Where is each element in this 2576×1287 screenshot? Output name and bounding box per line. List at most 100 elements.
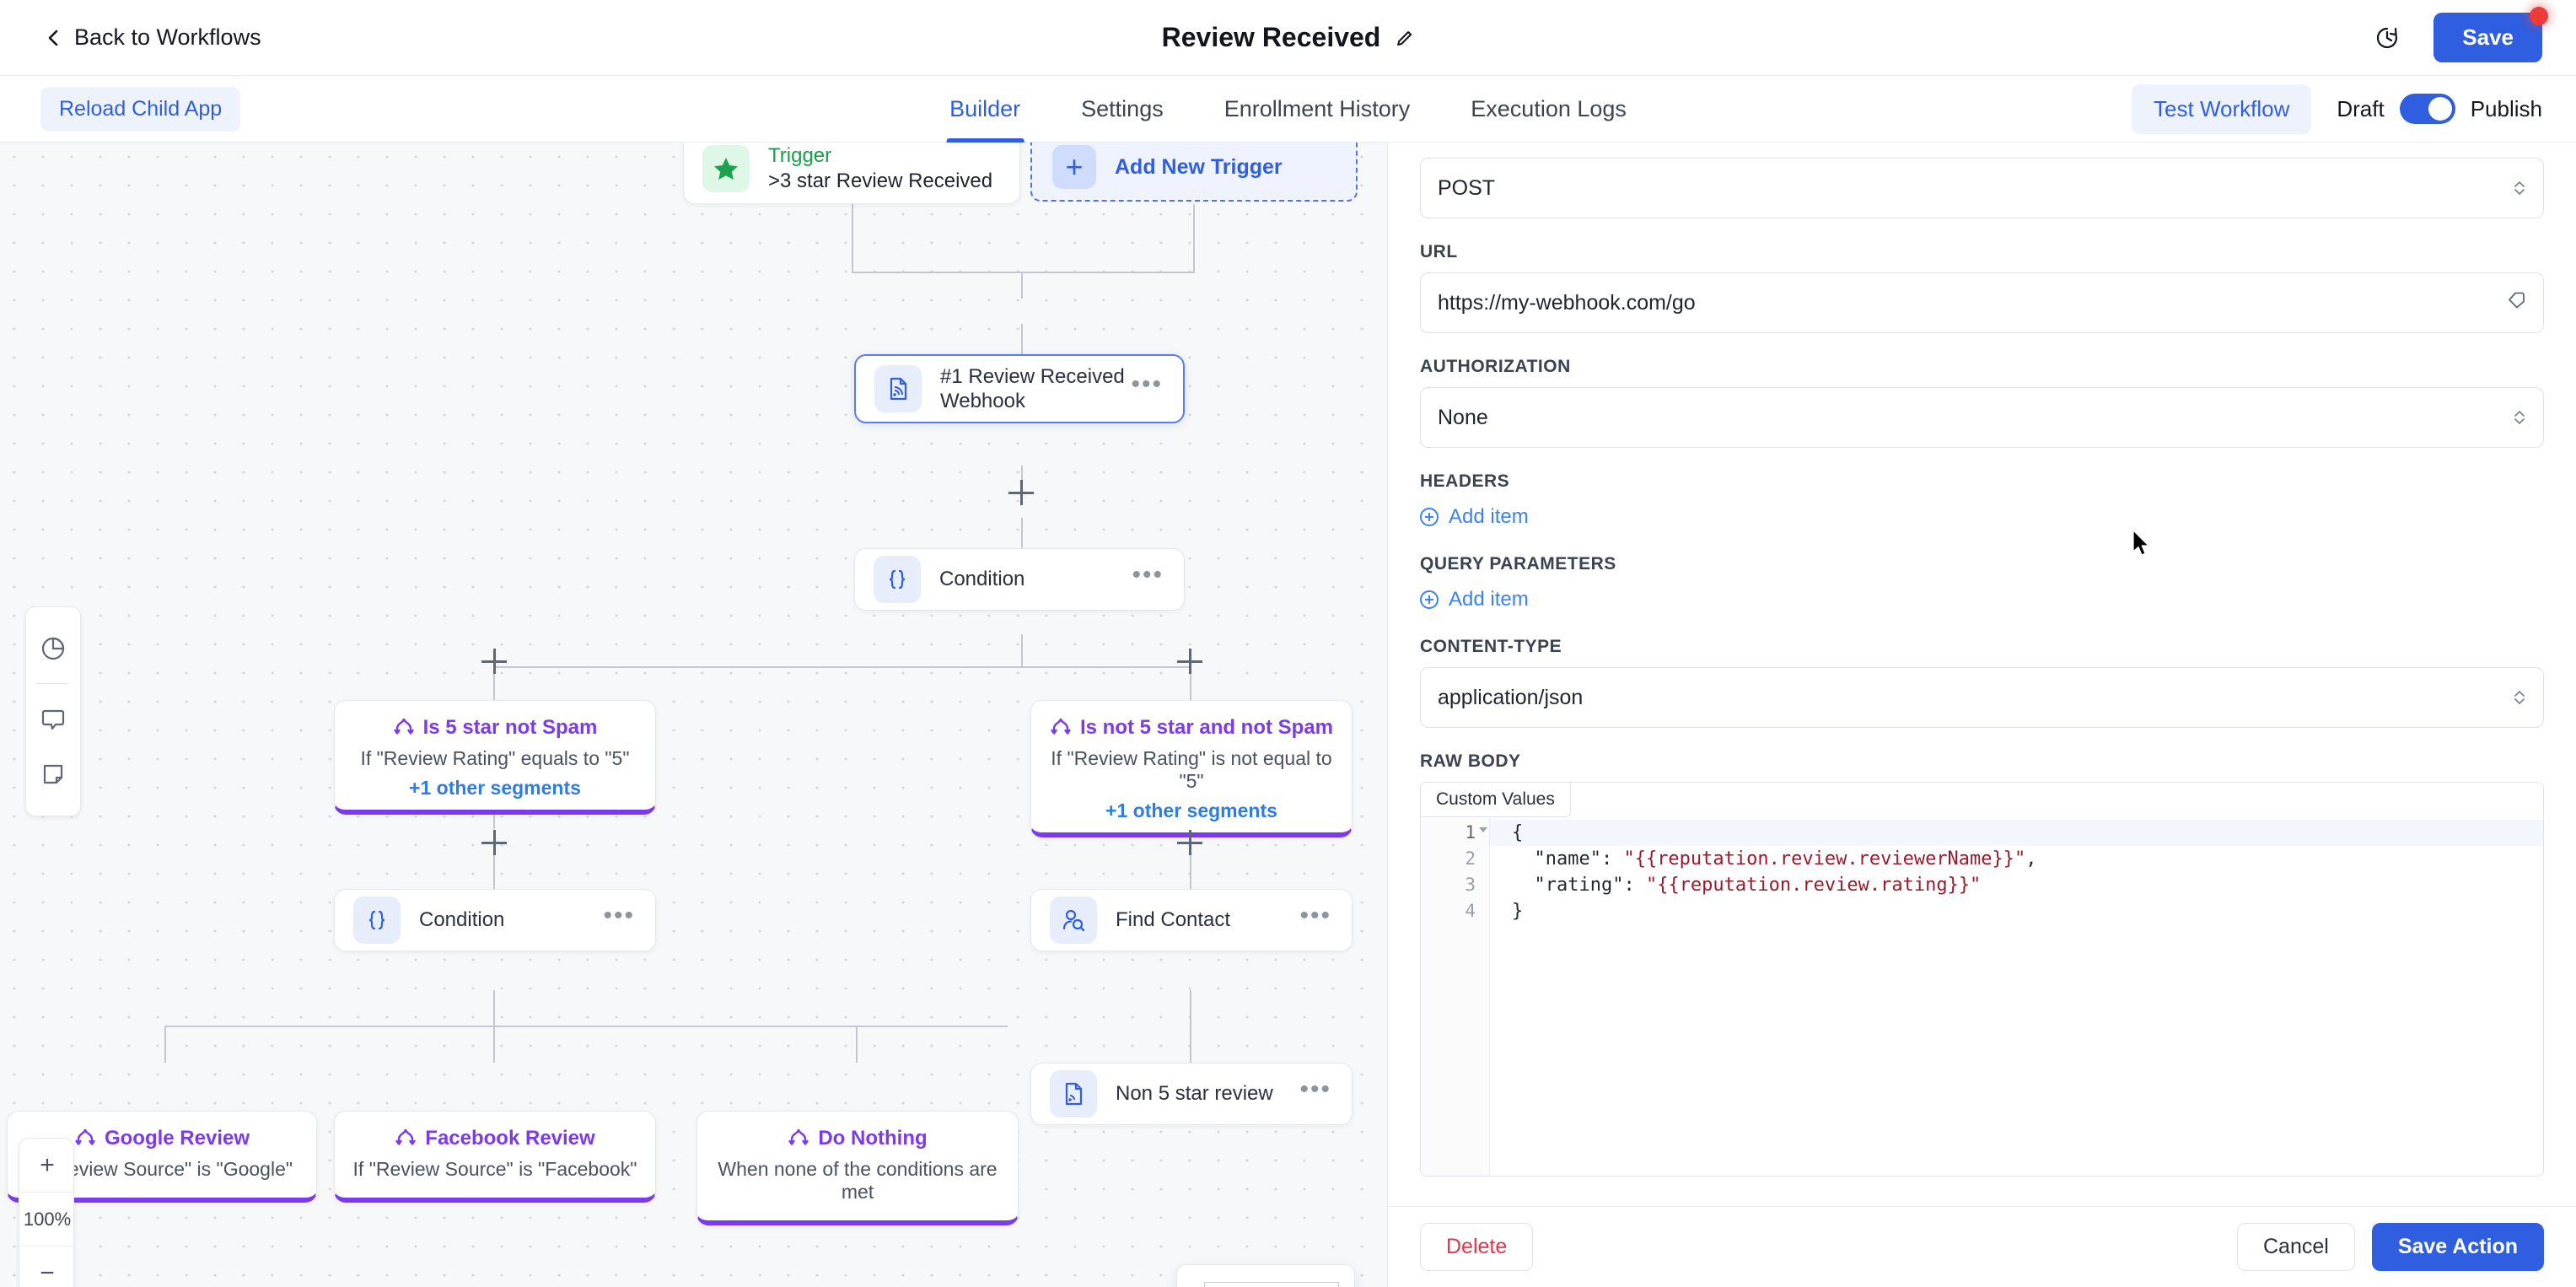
connector-line <box>493 1026 495 1063</box>
connector-line <box>1190 855 1191 889</box>
webhook-node[interactable]: #1 Review Received Webhook ••• <box>854 354 1185 423</box>
raw-body-editor[interactable]: Custom Values 1 2 3 4 { "name": "{{reput… <box>1420 782 2544 1177</box>
custom-values-tab[interactable]: Custom Values <box>1421 783 1571 817</box>
more-dots-icon[interactable]: ••• <box>1131 370 1163 398</box>
trigger-node-text: Trigger >3 star Review Received <box>768 143 1019 193</box>
url-label: URL <box>1420 242 1458 261</box>
authorization-select[interactable]: None <box>1420 387 2544 448</box>
node-preview-popup <box>1176 1264 1355 1287</box>
tab-execution-logs[interactable]: Execution Logs <box>1471 95 1627 121</box>
toolbar-divider <box>37 683 69 684</box>
connector-line <box>1021 466 1023 493</box>
http-method-select[interactable]: POST <box>1420 158 2544 218</box>
tab-builder[interactable]: Builder <box>946 76 1024 143</box>
more-dots-icon[interactable]: ••• <box>603 902 635 929</box>
webhook-node-text: #1 Review Received Webhook <box>940 364 1131 414</box>
fold-arrow-icon[interactable] <box>1479 827 1487 832</box>
more-dots-icon[interactable]: ••• <box>1132 561 1164 589</box>
branch-card-do-nothing[interactable]: Do Nothing When none of the conditions a… <box>696 1111 1019 1225</box>
branch-card-left[interactable]: Is 5 star not Spam If "Review Rating" eq… <box>334 700 656 815</box>
content-type-label: CONTENT-TYPE <box>1420 637 1562 656</box>
add-new-trigger-button[interactable]: + Add New Trigger <box>1030 143 1358 202</box>
non-5-star-review-node[interactable]: Non 5 star review ••• <box>1030 1063 1353 1125</box>
zoom-out-button[interactable]: − <box>40 1259 55 1287</box>
code-line: "name": "{{reputation.review.reviewerNam… <box>1512 848 2037 870</box>
headers-label: HEADERS <box>1420 471 1510 491</box>
cancel-button[interactable]: Cancel <box>2236 1223 2355 1271</box>
http-method-value: POST <box>1438 175 1496 200</box>
tab-bar: Reload Child App Builder Settings Enroll… <box>0 76 2576 143</box>
plus-circle-icon <box>1420 508 1439 526</box>
tab-enrollment-history[interactable]: Enrollment History <box>1223 95 1411 121</box>
delete-button[interactable]: Delete <box>1420 1223 1534 1271</box>
pie-chart-icon[interactable] <box>25 621 81 676</box>
url-input[interactable]: https://my-webhook.com/go <box>1420 272 2544 333</box>
back-to-workflows-link[interactable]: Back to Workflows <box>46 24 261 51</box>
add-step-button[interactable] <box>1177 830 1202 855</box>
zoom-level-display[interactable]: 100% <box>19 1193 73 1247</box>
save-button-label: Save <box>2462 24 2514 50</box>
connector-line <box>493 990 495 1026</box>
history-clock-icon[interactable] <box>2374 25 2400 51</box>
connector-line <box>1190 990 1191 1063</box>
tab-settings[interactable]: Settings <box>1081 95 1164 121</box>
add-step-button[interactable] <box>481 830 507 855</box>
branch-left-more-segments[interactable]: +1 other segments <box>409 777 581 799</box>
more-dots-icon[interactable]: ••• <box>1299 1075 1331 1103</box>
action-panel-footer: Delete Cancel Save Action <box>1388 1206 2576 1287</box>
trigger-node-subtitle: >3 star Review Received <box>768 169 993 192</box>
find-contact-node[interactable]: Find Contact ••• <box>1030 889 1353 951</box>
back-label: Back to Workflows <box>74 24 261 50</box>
connector-line <box>493 805 495 829</box>
comment-icon[interactable] <box>25 691 81 746</box>
branch-card-google-review[interactable]: Google Review If "Review Source" is "Goo… <box>7 1111 317 1203</box>
reload-child-app-button[interactable]: Reload Child App <box>40 86 241 132</box>
webhook-node-title: #1 Review Received <box>940 364 1125 388</box>
save-action-button[interactable]: Save Action <box>2371 1223 2544 1271</box>
query-parameters-add-item-button[interactable]: Add item <box>1420 588 1529 611</box>
condition-node-2-title: Condition <box>419 908 505 932</box>
connector-line <box>493 855 495 889</box>
add-step-button[interactable] <box>1177 649 1202 674</box>
publish-toggle[interactable] <box>2399 94 2455 124</box>
save-button[interactable]: Save <box>2433 7 2548 62</box>
code-area[interactable]: 1 2 3 4 { "name": "{{reputation.review.r… <box>1421 816 2543 1176</box>
condition-node-1[interactable]: Condition ••• <box>854 548 1185 611</box>
content-type-value: application/json <box>1438 685 1584 709</box>
add-new-trigger-label: Add New Trigger <box>1115 154 1283 179</box>
branch-do-nothing-head: Do Nothing <box>709 1125 1006 1151</box>
query-parameters-add-item-label: Add item <box>1449 588 1529 611</box>
connector-line <box>1193 204 1195 272</box>
branch-do-nothing-title: Do Nothing <box>818 1126 928 1150</box>
headers-add-item-button[interactable]: Add item <box>1420 505 1529 529</box>
branch-right-condition: If "Review Rating" is not equal to "5" <box>1051 747 1332 792</box>
more-dots-icon[interactable]: ••• <box>1299 902 1331 929</box>
toggle-knob <box>2428 97 2452 121</box>
connector-line <box>856 1026 858 1063</box>
workflow-canvas[interactable]: Trigger >3 star Review Received + Add Ne… <box>0 143 1387 1287</box>
plus-circle-icon <box>1420 590 1439 609</box>
add-step-button[interactable] <box>1008 480 1034 505</box>
branch-card-right[interactable]: Is not 5 star and not Spam If "Review Ra… <box>1030 700 1353 837</box>
tag-icon[interactable] <box>2506 289 2528 317</box>
zoom-in-button[interactable]: + <box>19 1139 73 1193</box>
code-lines[interactable]: { "name": "{{reputation.review.reviewerN… <box>1490 816 2543 1176</box>
add-step-button[interactable] <box>481 649 507 674</box>
chevron-updown-icon <box>2513 408 2526 427</box>
draft-label: Draft <box>2337 95 2385 121</box>
connector-line <box>1021 634 1023 666</box>
test-workflow-button[interactable]: Test Workflow <box>2132 83 2312 134</box>
note-icon[interactable] <box>25 746 81 802</box>
content-type-select[interactable]: application/json <box>1420 667 2544 728</box>
save-notification-badge <box>2530 7 2548 25</box>
line-number: 4 <box>1465 901 1476 921</box>
branch-left-condition: If "Review Rating" equals to "5" <box>360 747 630 769</box>
branch-card-facebook-review[interactable]: Facebook Review If "Review Source" is "F… <box>334 1111 656 1203</box>
top-header: Back to Workflows Review Received Save <box>0 0 2576 76</box>
pencil-icon[interactable] <box>1396 29 1414 47</box>
trigger-node[interactable]: Trigger >3 star Review Received <box>683 143 1020 204</box>
branch-right-more-segments[interactable]: +1 other segments <box>1105 800 1277 821</box>
branch-icon <box>74 1125 96 1151</box>
star-icon <box>702 144 750 192</box>
condition-node-2[interactable]: Condition ••• <box>334 889 656 951</box>
